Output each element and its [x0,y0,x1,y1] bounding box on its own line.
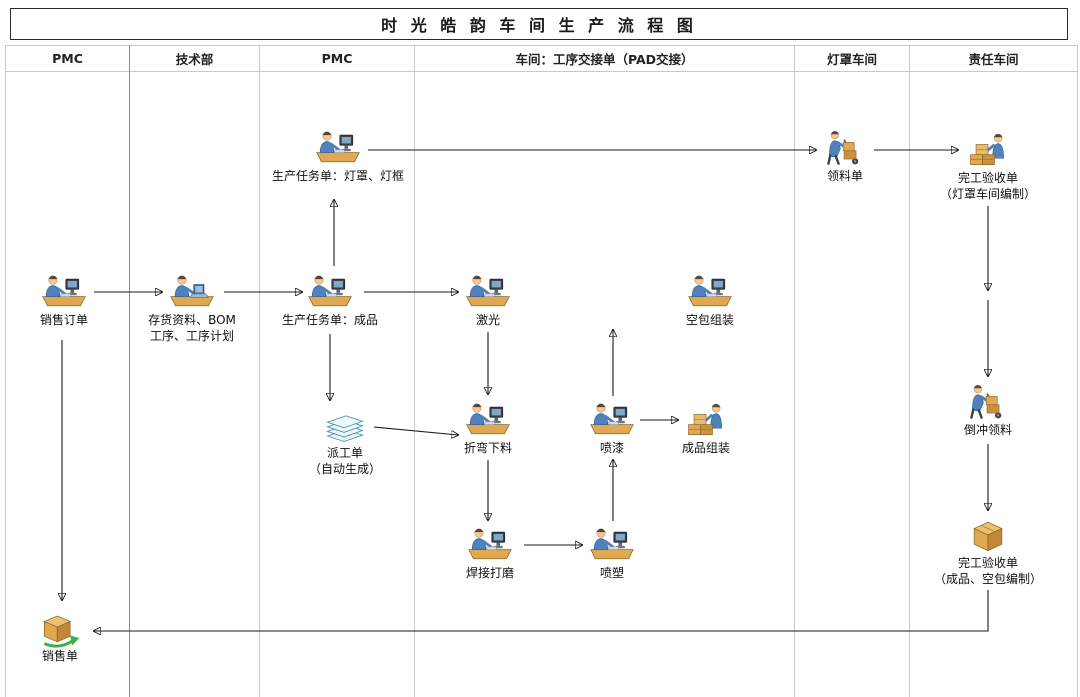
lane-responsible-workshop: 责任车间 [910,45,1078,697]
lane-workshop-handover: 车间：工序交接单（PAD交接） [415,45,795,697]
node-label: 倒冲领料 [963,423,1012,437]
box-green-arrow-icon [37,608,83,648]
node-label: 喷漆 [599,441,624,455]
lane-header-lampshade-workshop: 灯罩车间 [795,45,909,72]
lane-header-pmc-1: PMC [6,45,129,72]
lane-label: PMC [321,51,353,66]
lane-label: 技术部 [175,52,214,67]
lane-pmc-1: PMC [5,45,130,697]
node-label: 空包组装 [685,313,734,327]
node-label: 折弯下料 [463,441,512,455]
node-label: 生产任务单：成品 [281,313,378,327]
node-task-order-lampshade: 生产任务单：灯罩、灯框 [263,128,413,185]
node-empty-pack-assembly: 空包组装 [635,272,785,329]
node-sales-order: 销售订单 [0,272,139,329]
diagram-title-text: 时 光 皓 韵 车 间 生 产 流 程 图 [381,16,697,35]
node-completion-acceptance-lampshade: 完工验收单 （灯罩车间编制） [913,130,1063,202]
node-welding-grinding: 焊接打磨 [415,525,565,582]
lane-lampshade-workshop: 灯罩车间 [795,45,910,697]
node-label: 领料单 [826,169,863,183]
node-label: 喷塑 [599,566,624,580]
node-label: 完工验收单 （成品、空包编制） [933,556,1042,586]
node-finished-assembly: 成品组装 [631,400,781,457]
node-laser: 激光 [413,272,563,329]
node-label: 销售单 [41,649,78,663]
person-computer-icon [307,272,353,312]
lane-label: 车间：工序交接单（PAD交接） [515,52,694,67]
node-dispatch-order: 派工单 （自动生成） [270,405,420,477]
lane-header-responsible-workshop: 责任车间 [910,45,1077,72]
person-boxes-icon [683,400,729,440]
node-label: 完工验收单 （灯罩车间编制） [939,171,1036,201]
person-computer-icon [465,272,511,312]
person-computer-icon [467,525,513,565]
node-bending-blanking: 折弯下料 [413,400,563,457]
node-inventory-bom-plan: 存货资料、BOM 工序、工序计划 [117,272,267,344]
node-label: 生产任务单：灯罩、灯框 [271,169,404,183]
node-sales-slip: 销售单 [0,608,135,665]
node-powder-coating: 喷塑 [537,525,687,582]
node-label: 激光 [475,313,500,327]
node-label: 销售订单 [39,313,88,327]
node-painting: 喷漆 [537,400,687,457]
lane-header-workshop-handover: 车间：工序交接单（PAD交接） [415,45,794,72]
node-backflush-picking: 倒冲领料 [913,382,1063,439]
node-material-requisition: 领料单 [770,128,920,185]
node-label: 派工单 （自动生成） [308,446,381,476]
node-completion-acceptance-finished: 完工验收单 （成品、空包编制） [913,515,1063,587]
person-computer-icon [465,400,511,440]
handtruck-icon [822,128,868,168]
box-icon [965,515,1011,555]
person-computer-icon [589,525,635,565]
lane-label: PMC [52,51,83,66]
person-computer-icon [41,272,87,312]
node-label: 焊接打磨 [465,566,514,580]
person-computer-icon [315,128,361,168]
node-task-order-finished: 生产任务单：成品 [255,272,405,329]
lane-tech-dept: 技术部 [130,45,260,697]
lane-header-pmc-2: PMC [260,45,414,72]
papers-stack-icon [322,405,368,445]
person-computer-icon [687,272,733,312]
node-label: 成品组装 [681,441,730,455]
person-boxes-icon [965,130,1011,170]
node-label: 存货资料、BOM 工序、工序计划 [148,313,236,343]
lane-header-tech-dept: 技术部 [130,45,259,72]
lane-label: 责任车间 [968,52,1019,67]
lane-label: 灯罩车间 [826,52,877,67]
diagram-title: 时 光 皓 韵 车 间 生 产 流 程 图 [10,8,1068,40]
handtruck-icon [965,382,1011,422]
person-computer-icon [589,400,635,440]
lane-pmc-2: PMC [260,45,415,697]
person-laptop-icon [169,272,215,312]
